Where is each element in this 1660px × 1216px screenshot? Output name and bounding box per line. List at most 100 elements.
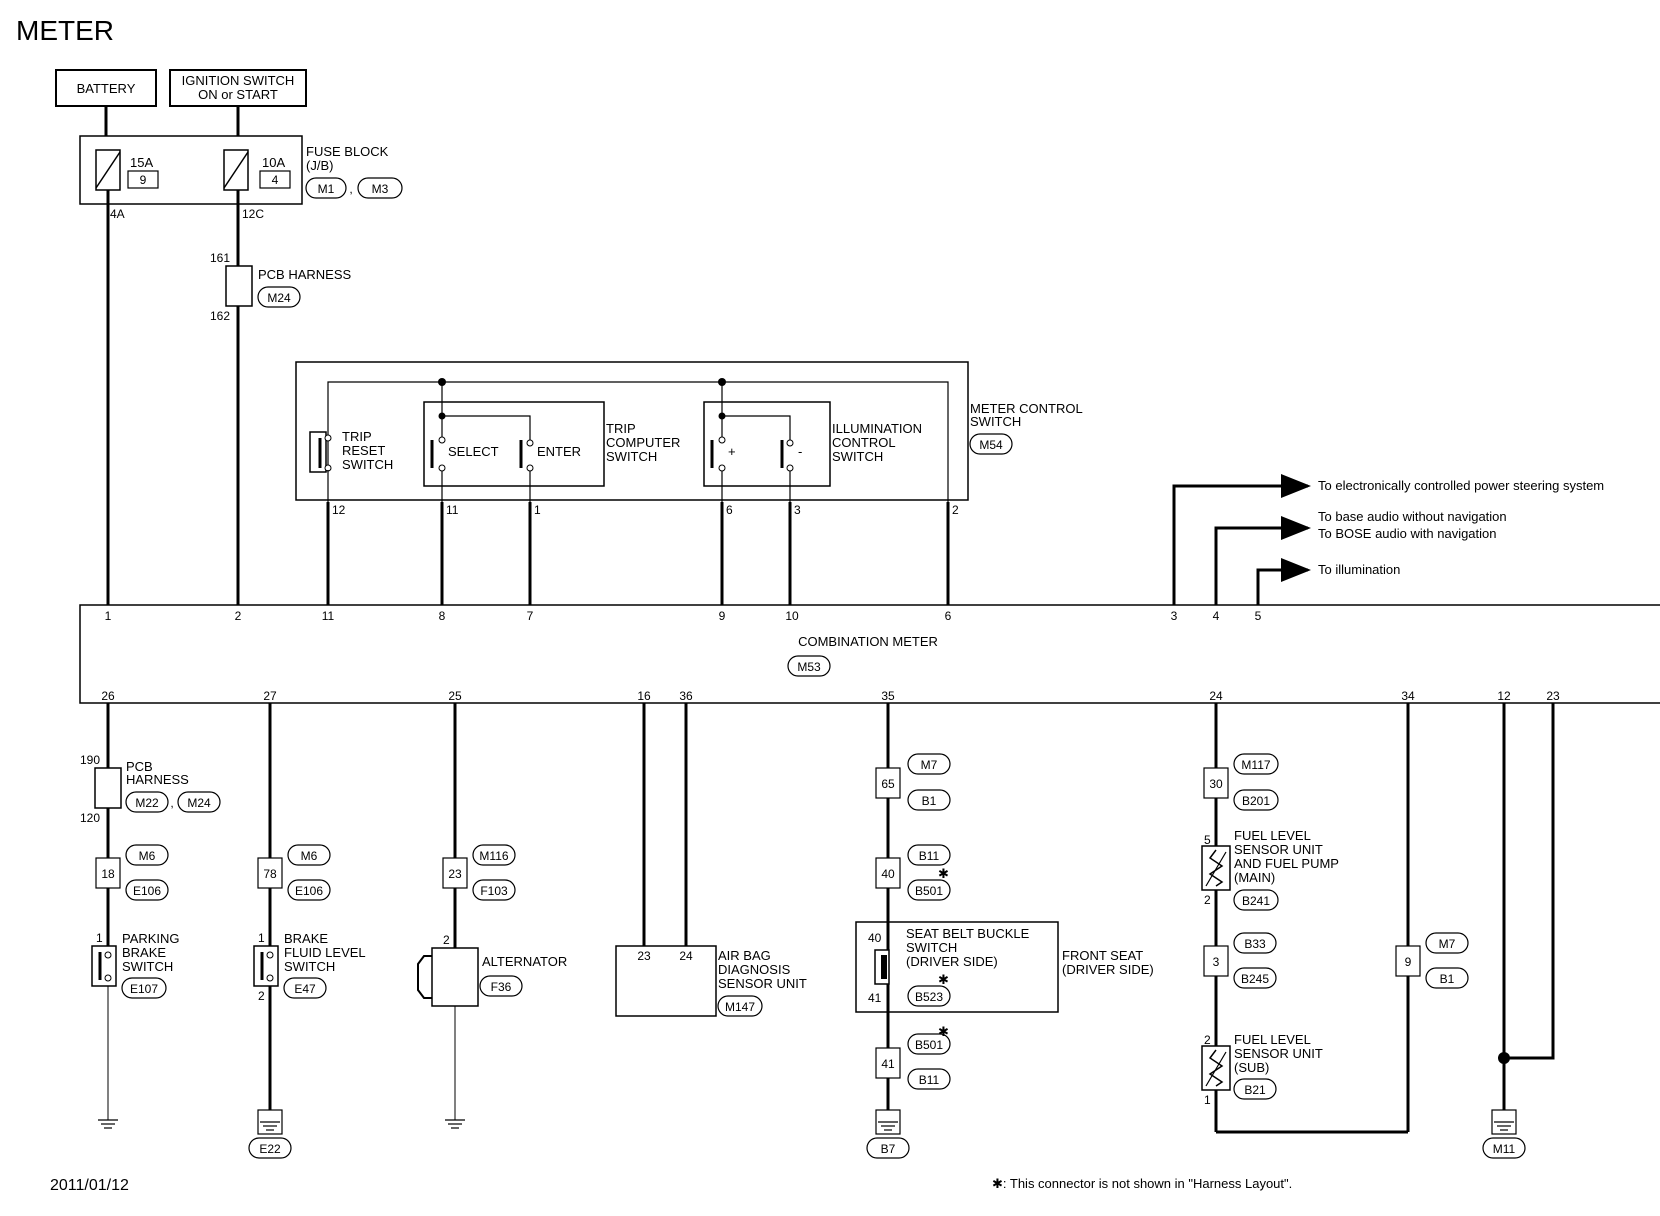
- alt-pin: 2: [443, 933, 450, 947]
- fuse-conn-2: M3: [372, 182, 389, 196]
- meter-top-pin-1: 1: [105, 609, 112, 623]
- meter-top-pin-8: 8: [439, 609, 446, 623]
- seat-label-3: (DRIVER SIDE): [906, 954, 998, 969]
- seat-joint3-top: B501: [915, 1038, 943, 1052]
- fuel-main-label-3: AND FUEL PUMP: [1234, 856, 1339, 871]
- footnote: ✱: This connector is not shown in "Harne…: [992, 1176, 1292, 1191]
- seat-joint1-number: 65: [881, 777, 895, 791]
- brake-ground-conn: E22: [259, 1142, 281, 1156]
- alt-conn: F36: [491, 980, 512, 994]
- meter-bottom-pin-16: 16: [637, 689, 651, 703]
- mcs-pin-2: 2: [952, 503, 959, 517]
- fuse-block-label-2: (J/B): [306, 158, 333, 173]
- seat-ground-conn: B7: [881, 1142, 896, 1156]
- fuel-main-label-4: (MAIN): [1234, 870, 1275, 885]
- brake-label-2: FLUID LEVEL: [284, 945, 366, 960]
- pin34-joint-top: M7: [1439, 937, 1456, 951]
- meter-bottom-pin-34: 34: [1401, 689, 1415, 703]
- trip-reset-label-1: TRIP: [342, 429, 372, 444]
- seat-pin-out: 41: [868, 991, 882, 1005]
- brake-fluid-branch: 78 M6 E106 1 2 BRAKE FLUID LEVEL SWITCH …: [248, 703, 366, 1159]
- seat-joint1-bottom: B1: [922, 794, 937, 808]
- illum-control-label-3: SWITCH: [832, 449, 883, 464]
- battery-source: BATTERY: [55, 69, 157, 107]
- fuse-conn-1: M1: [318, 182, 335, 196]
- mcs-pin-6: 6: [726, 503, 733, 517]
- fuse2-number: 4: [272, 173, 279, 187]
- pcb-bottom-label-2: HARNESS: [126, 772, 189, 787]
- diagram-date: 2011/01/12: [50, 1177, 129, 1194]
- eps-output-label: To electronically controlled power steer…: [1318, 478, 1604, 493]
- meter-top-pin-2: 2: [235, 609, 242, 623]
- parking-brake-branch: 190 120 PCB HARNESS M22 , M24 18 M6 E106…: [80, 703, 221, 1129]
- svg-text:,: ,: [349, 182, 352, 196]
- fuel-main-conn: B241: [1242, 894, 1270, 908]
- fuse-block: 15A 9 10A 4 FUSE BLOCK (J/B) M1 , M3 4A …: [79, 135, 403, 221]
- alt-joint-number: 23: [448, 867, 462, 881]
- parking-label-1: PARKING: [122, 931, 180, 946]
- brake-joint-conn-bottom: E106: [295, 884, 323, 898]
- fuel-sub-label-2: SENSOR UNIT: [1234, 1046, 1323, 1061]
- illum-output-label: To illumination: [1318, 562, 1400, 577]
- seat-joint2-star: ✱: [938, 866, 949, 881]
- airbag-branch: 23 24 AIR BAG DIAGNOSIS SENSOR UNIT M147: [615, 703, 807, 1017]
- fuel-main-label-1: FUEL LEVEL: [1234, 828, 1311, 843]
- alt-joint-conn-top: M116: [479, 849, 508, 863]
- select-label: SELECT: [448, 444, 499, 459]
- fuse-block-label-1: FUSE BLOCK: [306, 144, 389, 159]
- pcb-top-pin-out: 162: [210, 309, 230, 323]
- pcb-top-pin-in: 161: [210, 251, 230, 265]
- fuel-sub-label-1: FUEL LEVEL: [1234, 1032, 1311, 1047]
- parking-joint-number: 18: [101, 867, 115, 881]
- seat-joint3-star: ✱: [938, 1024, 949, 1039]
- fuel-sub-pin-in: 2: [1204, 1033, 1211, 1047]
- fuel-joint2-bottom: B245: [1241, 972, 1269, 986]
- ignition-label-2: ON or START: [198, 87, 278, 102]
- fuse2-amp: 10A: [262, 155, 285, 170]
- mcs-pin-12: 12: [332, 503, 346, 517]
- airbag-label-1: AIR BAG: [718, 948, 771, 963]
- ground-m11-branch: M11: [1482, 703, 1555, 1159]
- brake-joint-number: 78: [263, 867, 277, 881]
- brake-conn: E47: [294, 982, 316, 996]
- airbag-label-3: SENSOR UNIT: [718, 976, 807, 991]
- meter-bottom-pin-36: 36: [679, 689, 693, 703]
- mcs-pin-3: 3: [794, 503, 801, 517]
- ignition-label-1: IGNITION SWITCH: [182, 73, 295, 88]
- combination-meter-label: COMBINATION METER: [798, 634, 938, 649]
- seat-label-1: SEAT BELT BUCKLE: [906, 926, 1030, 941]
- illum-plus-label: +: [728, 444, 736, 459]
- airbag-pin-2: 24: [679, 949, 693, 963]
- ignition-switch-source: IGNITION SWITCH ON or START: [169, 69, 307, 107]
- trip-computer-label-3: SWITCH: [606, 449, 657, 464]
- seat-label-2: SWITCH: [906, 940, 957, 955]
- fuel-main-pin-out: 2: [1204, 893, 1211, 907]
- front-seat-label-2: (DRIVER SIDE): [1062, 962, 1154, 977]
- seat-switch-star: ✱: [938, 972, 949, 987]
- pcb-bottom-conn-2: M24: [187, 796, 211, 810]
- airbag-label-2: DIAGNOSIS: [718, 962, 791, 977]
- meter-control-label-1: METER CONTROL: [970, 401, 1083, 416]
- pcb-bottom-pin-in: 190: [80, 753, 100, 767]
- fuel-main-pin-in: 5: [1204, 833, 1211, 847]
- fuel-joint1-top: M117: [1241, 758, 1270, 772]
- illum-control-label-2: CONTROL: [832, 435, 896, 450]
- meter-bottom-pin-35: 35: [881, 689, 895, 703]
- alternator-branch: 23 M116 F103 2 ALTERNATOR F36: [417, 703, 567, 1129]
- parking-joint-conn-bottom: E106: [133, 884, 161, 898]
- seat-joint1-top: M7: [921, 758, 938, 772]
- meter-top-pin-6: 6: [945, 609, 952, 623]
- trip-reset-label-3: SWITCH: [342, 457, 393, 472]
- meter-top-pin-4: 4: [1213, 609, 1220, 623]
- illum-output-arrow: [1256, 558, 1311, 605]
- page-title: METER: [16, 15, 114, 46]
- parking-label-2: BRAKE: [122, 945, 166, 960]
- meter-bottom-pin-24: 24: [1209, 689, 1223, 703]
- combination-meter-conn: M53: [797, 660, 821, 674]
- meter-bottom-pin-26: 26: [101, 689, 115, 703]
- fuel-joint2-number: 3: [1213, 955, 1220, 969]
- meter-top-pin-3: 3: [1171, 609, 1178, 623]
- meter-top-pin-11: 11: [322, 609, 335, 623]
- fuel-level-branch: 30 M117 B201 5 2 FUEL LEVEL SENSOR UNIT …: [1201, 703, 1469, 1134]
